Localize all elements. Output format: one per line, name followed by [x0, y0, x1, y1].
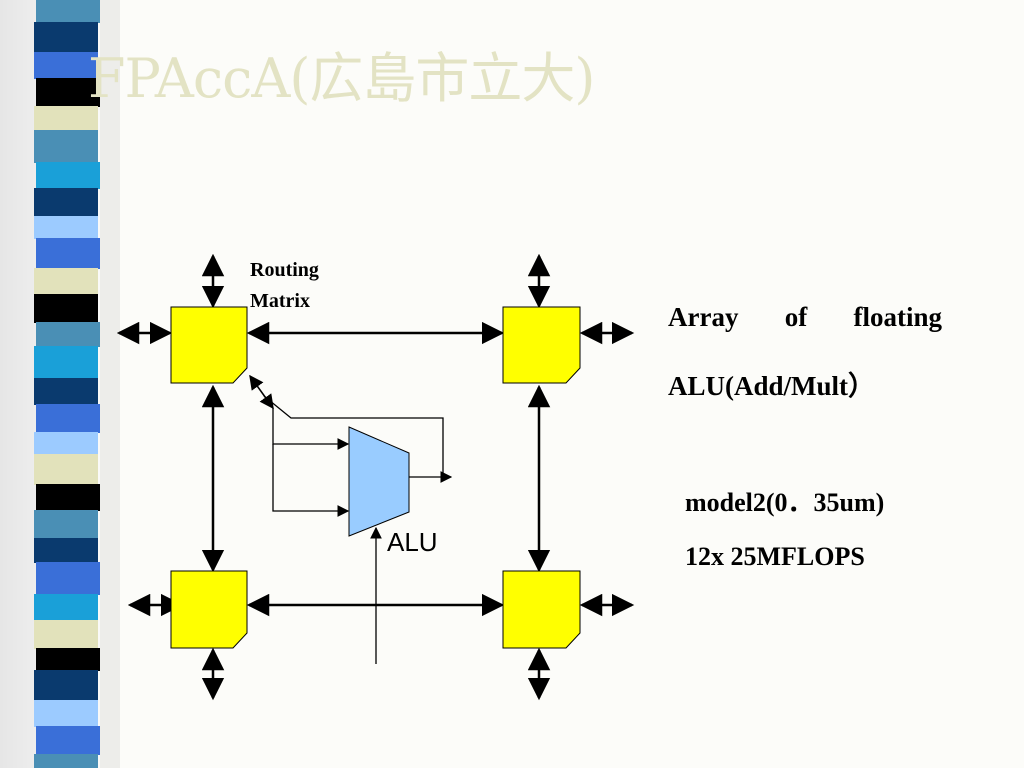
- routing-matrix-block-top-left: [170, 306, 248, 384]
- routing-matrix-label-line2: Matrix: [250, 290, 310, 312]
- stripe-block: [34, 620, 98, 649]
- stripe-block: [34, 594, 98, 621]
- stripe-block: [34, 346, 98, 379]
- stripe-block: [36, 78, 100, 107]
- stripe-block: [36, 648, 100, 671]
- stripe-block: [34, 268, 98, 295]
- routing-matrix-label-line1: Routing: [250, 259, 319, 281]
- stripe-block: [36, 162, 100, 189]
- slide-title: FPAccA(広島市立大): [88, 47, 595, 110]
- stripe-block: [34, 538, 98, 563]
- stripe-block: [34, 294, 98, 323]
- stripe-block: [34, 22, 98, 53]
- description-line-3: model2(0．35um): [685, 488, 885, 517]
- alu-feedback-wire: [263, 395, 444, 480]
- description-line-1: Array of floating: [668, 302, 942, 332]
- stripe-block: [34, 106, 98, 131]
- stripe-block: [34, 188, 98, 217]
- stripe-block: [34, 510, 98, 539]
- routing-to-alu-diagonal-arrow: [249, 374, 274, 410]
- stripe-block: [36, 322, 100, 347]
- stripe-block: [34, 432, 98, 455]
- alu-input-a-wire: [272, 408, 350, 450]
- decorative-stripe: [34, 0, 120, 768]
- stripe-block: [34, 754, 98, 768]
- stripe-block: [36, 404, 100, 433]
- routing-matrix-block-top-right: [502, 306, 581, 384]
- routing-matrix-block-bottom-left: [170, 570, 248, 649]
- alu-input-b-wire: [272, 444, 350, 517]
- stripe-block: [36, 238, 100, 269]
- stripe-block: [34, 670, 98, 701]
- description-line-4: 12x 25MFLOPS: [685, 542, 865, 571]
- stripe-block: [34, 52, 98, 79]
- stripe-block: [34, 700, 98, 727]
- alu-label: ALU: [387, 527, 438, 557]
- description-line-2: ALU(Add/Mult）: [668, 371, 876, 401]
- stripe-block: [34, 216, 98, 239]
- stripe-block: [36, 726, 100, 755]
- stripe-block: [34, 130, 98, 163]
- stripe-block: [36, 0, 100, 23]
- stripe-block: [36, 484, 100, 511]
- alu-block: [348, 426, 410, 537]
- stripe-block: [36, 562, 100, 595]
- stripe-block: [34, 454, 98, 485]
- stripe-block: [34, 378, 98, 405]
- routing-matrix-block-bottom-right: [502, 570, 581, 649]
